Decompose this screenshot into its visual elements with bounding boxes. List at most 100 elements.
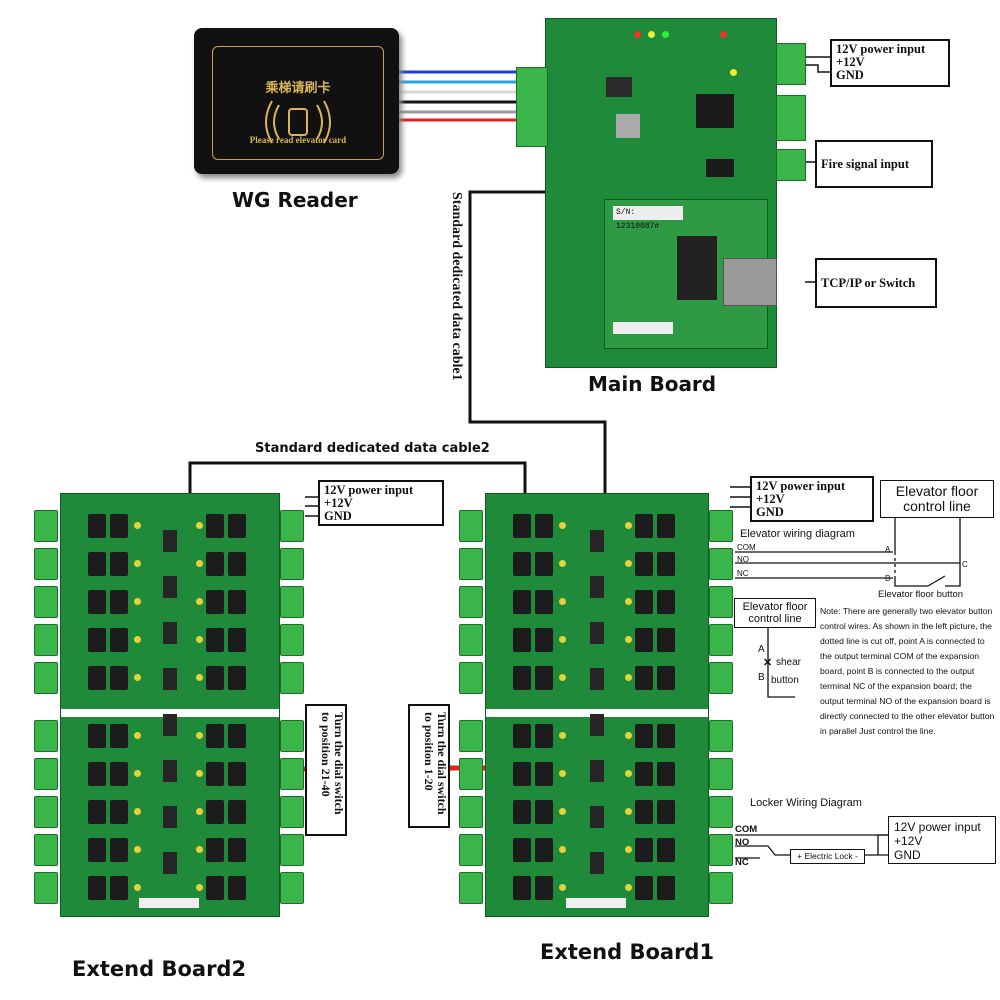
data-cable-2 [188, 461, 527, 500]
extend-board-1-label: Extend Board1 [540, 940, 715, 964]
electric-lock-box: + Electric Lock - [790, 849, 865, 864]
eb2-barcode-label [139, 898, 199, 908]
eb2-terminal-left [34, 662, 58, 694]
eb2-led [134, 674, 141, 681]
eb1-relay [657, 876, 675, 900]
eb1-led [559, 732, 566, 739]
eb1-relay [513, 628, 531, 652]
eb2-led [196, 560, 203, 567]
eb2-relay [110, 552, 128, 576]
eb2-terminal-left [34, 720, 58, 752]
eb1-terminal-right [709, 510, 733, 542]
eb2-relay [206, 876, 224, 900]
eb2-relay [228, 590, 246, 614]
eb2-relay [206, 762, 224, 786]
eb2-relay [206, 724, 224, 748]
cable2-label: Standard dedicated data cable2 [255, 441, 490, 456]
eb2-terminal-left [34, 872, 58, 904]
eb2-ic-chip [163, 668, 177, 690]
eb2-relay [88, 666, 106, 690]
eb2-led [196, 732, 203, 739]
eb2-led [196, 674, 203, 681]
eb1-relay [635, 838, 653, 862]
eb2-terminal-right [280, 720, 304, 752]
wg-reader-label: WG Reader [232, 188, 358, 212]
eb2-ic-chip [163, 530, 177, 552]
eb2-led [134, 732, 141, 739]
eb1-relay [513, 838, 531, 862]
eb1-terminal-right [709, 662, 733, 694]
eb2-relay [88, 876, 106, 900]
eb1-led [625, 560, 632, 567]
eb1-terminal-left [459, 834, 483, 866]
elev-no-label: NO [737, 555, 749, 564]
eb1-led [559, 560, 566, 567]
eb1-led [625, 732, 632, 739]
eb2-relay [206, 590, 224, 614]
eb1-relay [635, 552, 653, 576]
extend-board-2-label: Extend Board2 [72, 957, 247, 981]
eb1-relay [535, 514, 553, 538]
eb1-terminal-left [459, 720, 483, 752]
eb1-relay [513, 666, 531, 690]
serial-label: S/N: 12310087# [613, 206, 683, 231]
eb2-terminal-left [34, 510, 58, 542]
eb1-led [559, 808, 566, 815]
eb1-ic-chip [590, 714, 604, 736]
contactless-icon [265, 100, 331, 144]
eb2-relay [88, 838, 106, 862]
fire-signal-callout: Fire signal input [815, 140, 933, 188]
eb2-led [134, 598, 141, 605]
eb1-terminal-right [709, 796, 733, 828]
locker-no-label: NO [735, 837, 750, 848]
eb2-ic-chip [163, 852, 177, 874]
eb2-relay [206, 666, 224, 690]
eb1-relay [635, 724, 653, 748]
eb2-relay [228, 876, 246, 900]
reader-cn-text: 乘梯请刷卡 [265, 81, 331, 96]
eb1-terminal-left [459, 510, 483, 542]
eb1-relay [657, 628, 675, 652]
elev-nc-label: NC [737, 569, 749, 578]
eb1-relay [657, 762, 675, 786]
elev-com-label: COM [737, 543, 756, 552]
eb2-relay [110, 762, 128, 786]
eb1-led [559, 522, 566, 529]
reader-card-frame: 乘梯请刷卡 Please read elevator card [212, 46, 384, 160]
elevator-diagram-title: Elevator wiring diagram [740, 528, 855, 540]
eb1-led [625, 846, 632, 853]
eb1-relay [535, 666, 553, 690]
eb1-terminal-right [709, 872, 733, 904]
eb1-relay [657, 552, 675, 576]
eb2-relay [88, 552, 106, 576]
eb1-relay [657, 666, 675, 690]
eb2-terminal-right [280, 872, 304, 904]
eb2-relay [206, 628, 224, 652]
eb1-relay [657, 724, 675, 748]
eb2-terminal-right [280, 834, 304, 866]
eb2-led [196, 808, 203, 815]
eb2-relay [228, 552, 246, 576]
eb2-led [134, 884, 141, 891]
eb1-relay [635, 628, 653, 652]
eb2-relay [228, 724, 246, 748]
eb1-relay [635, 514, 653, 538]
data-cable-1 [468, 190, 625, 500]
eb1-ic-chip [590, 806, 604, 828]
eb2-led [196, 846, 203, 853]
eb1-ic-chip [590, 852, 604, 874]
eb1-relay [635, 762, 653, 786]
eb2-relay [206, 552, 224, 576]
eb2-relay [228, 666, 246, 690]
eb2-led [196, 884, 203, 891]
eb2-ic-chip [163, 576, 177, 598]
eb2-led [196, 598, 203, 605]
point-c-label: C [962, 560, 968, 569]
eb1-relay [513, 800, 531, 824]
eb1-relay [513, 590, 531, 614]
eb2-relay [110, 876, 128, 900]
floor-button-label: Elevator floor button [878, 589, 964, 600]
